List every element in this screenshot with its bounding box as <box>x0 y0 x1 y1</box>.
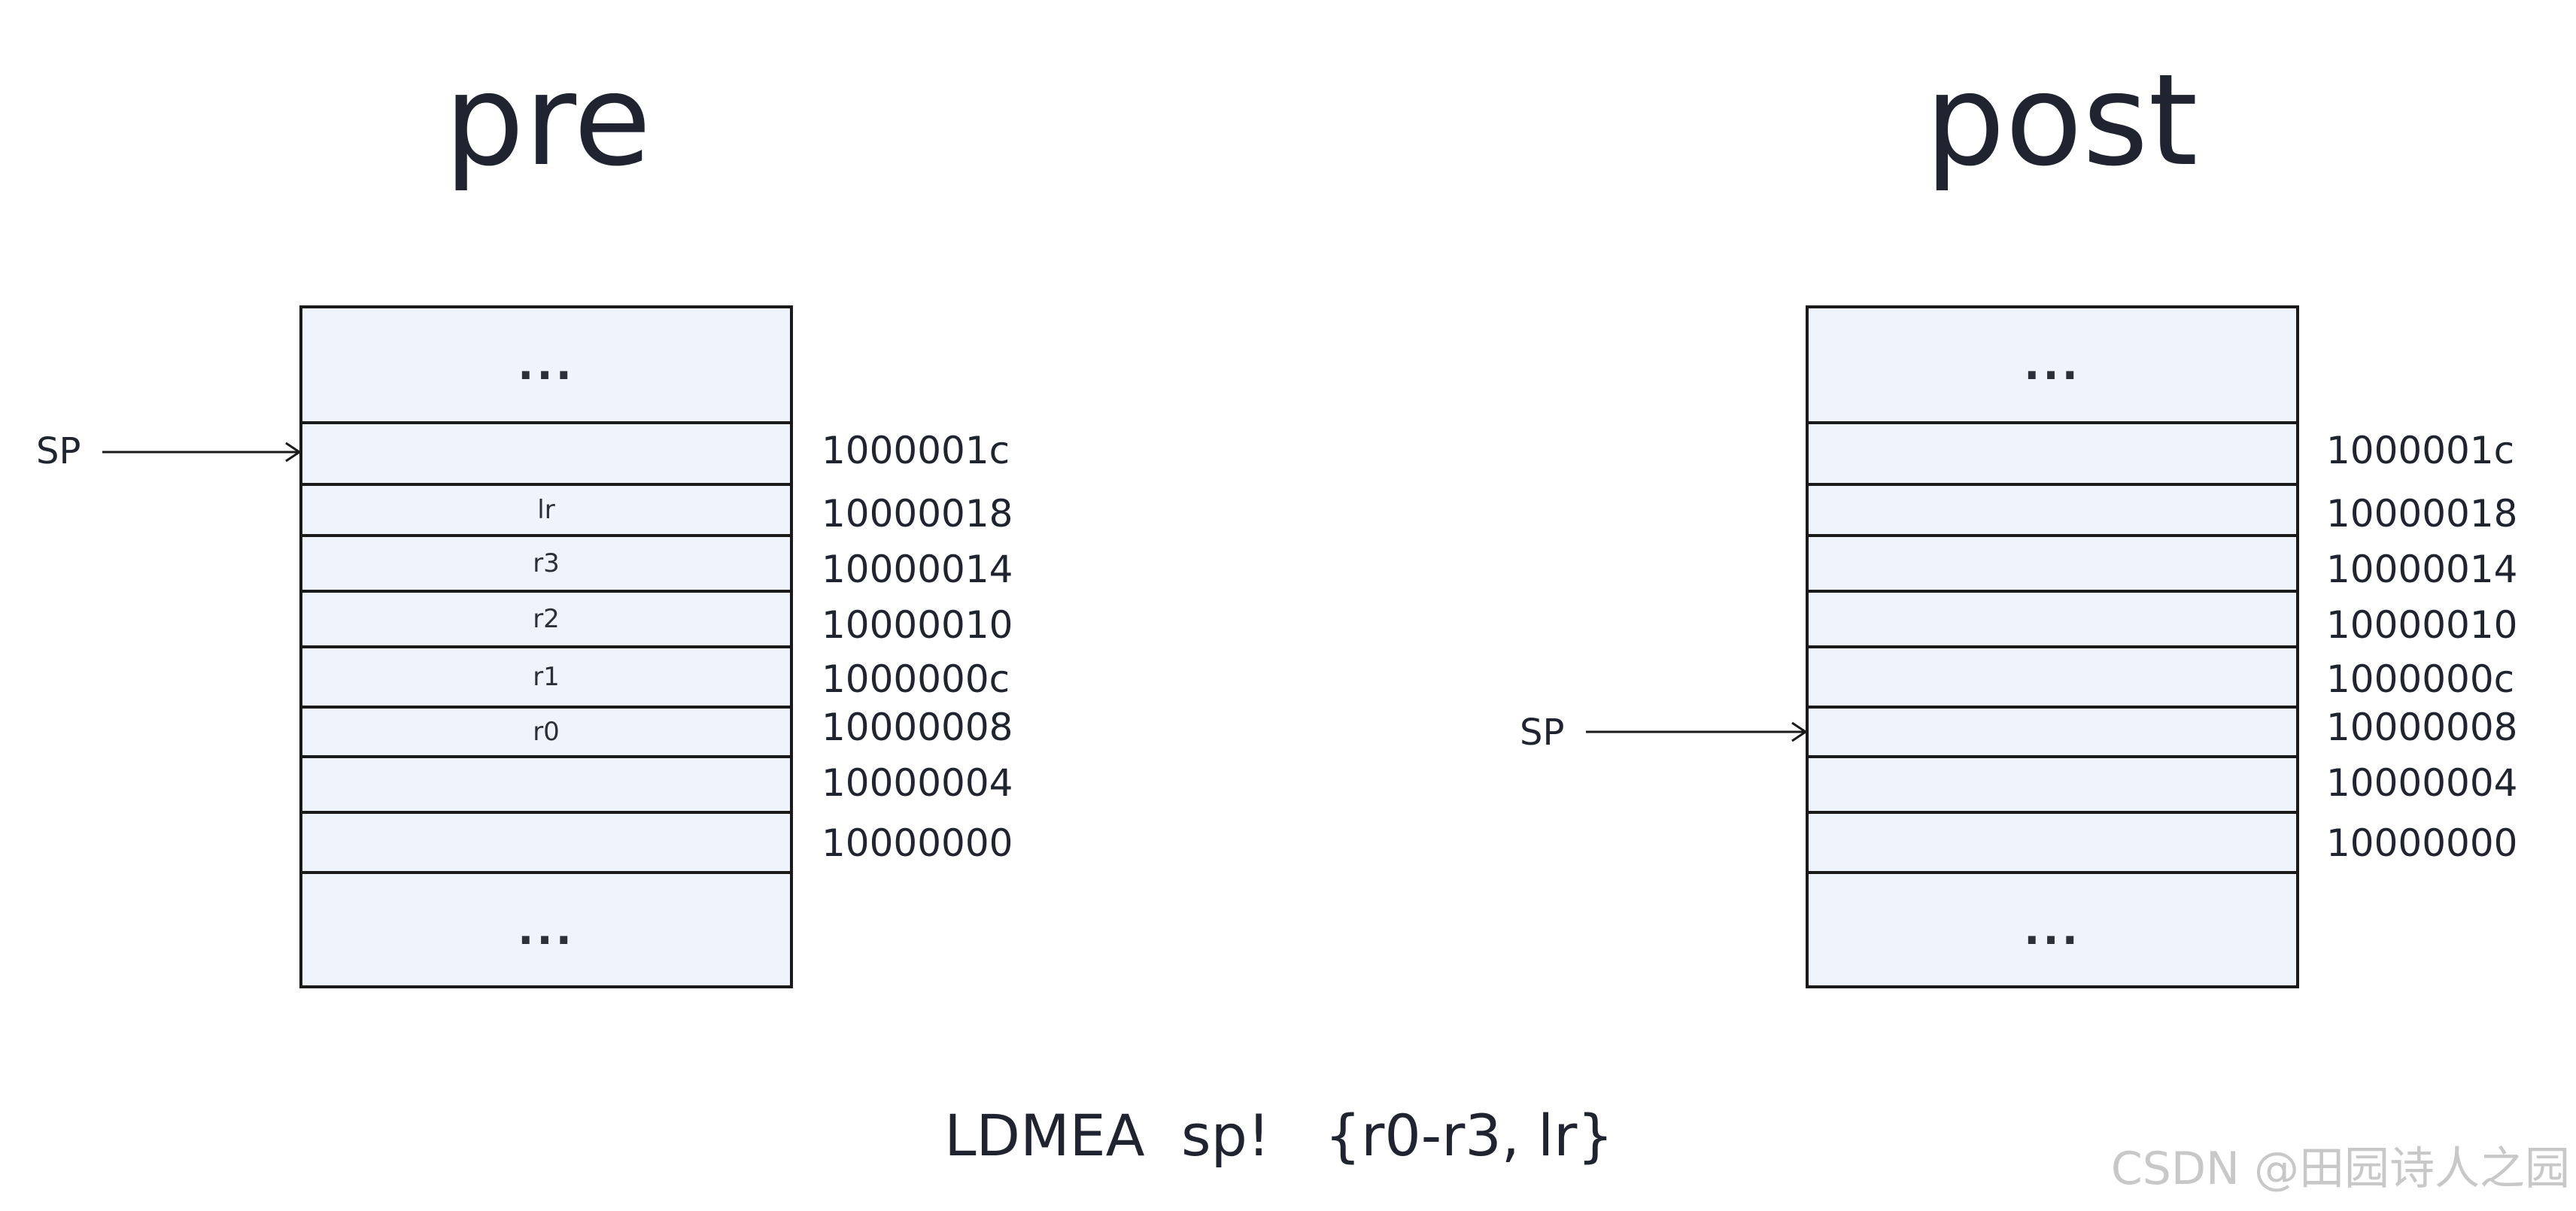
post-address-label: 10000010 <box>2326 603 2518 647</box>
pre-address-label: 10000010 <box>822 603 1013 647</box>
pre-cell-10000014: r3 <box>302 534 790 590</box>
pre-address-label: 10000018 <box>822 492 1013 536</box>
pre-cell-top-ellipsis: ... <box>302 308 790 421</box>
post-address-label: 10000008 <box>2326 706 2518 749</box>
pre-cell-10000004 <box>302 755 790 811</box>
post-address-label: 10000004 <box>2326 761 2518 805</box>
pre-address-label: 1000000c <box>822 657 1010 701</box>
post-cell-10000010 <box>1809 590 2296 645</box>
pre-address-label: 10000008 <box>822 706 1013 749</box>
post-address-label: 10000000 <box>2326 821 2518 865</box>
pre-memory-stack: ... lr r3 r2 r1 r0 ... <box>299 305 793 988</box>
post-address-label: 10000018 <box>2326 492 2518 536</box>
pre-cell-10000010: r2 <box>302 590 790 645</box>
post-cell-10000000 <box>1809 811 2296 871</box>
pre-address-label: 10000014 <box>822 548 1013 591</box>
post-memory-stack: ... ... <box>1806 305 2299 988</box>
pre-cell-10000008: r0 <box>302 706 790 755</box>
pre-address-label: 10000004 <box>822 761 1013 805</box>
post-cell-bottom-ellipsis: ... <box>1809 871 2296 985</box>
post-sp-arrow-icon <box>1586 721 1808 742</box>
instruction-caption: LDMEA sp! {r0-r3, lr} <box>944 1102 1614 1169</box>
pre-cell-bottom-ellipsis: ... <box>302 871 790 985</box>
post-cell-10000008 <box>1809 706 2296 755</box>
post-address-label: 1000000c <box>2326 657 2515 701</box>
pre-cell-10000000 <box>302 811 790 871</box>
pre-cell-1000000c: r1 <box>302 645 790 706</box>
post-address-label: 1000001c <box>2326 429 2515 472</box>
post-sp-label: SP <box>1520 712 1565 754</box>
post-cell-1000000c <box>1809 645 2296 706</box>
post-cell-1000001c <box>1809 421 2296 483</box>
pre-sp-arrow-icon <box>102 442 302 463</box>
pre-cell-1000001c <box>302 421 790 483</box>
pre-address-label: 1000001c <box>822 429 1010 472</box>
post-address-label: 10000014 <box>2326 548 2518 591</box>
post-cell-top-ellipsis: ... <box>1809 308 2296 421</box>
pre-sp-label: SP <box>36 430 81 472</box>
pre-panel-title: pre <box>444 47 652 194</box>
post-panel-title: post <box>1924 47 2198 194</box>
post-cell-10000014 <box>1809 534 2296 590</box>
pre-address-label: 10000000 <box>822 821 1013 865</box>
watermark: CSDN @田园诗人之园 <box>2110 1143 2570 1195</box>
pre-cell-10000018: lr <box>302 483 790 534</box>
post-cell-10000018 <box>1809 483 2296 534</box>
post-cell-10000004 <box>1809 755 2296 811</box>
